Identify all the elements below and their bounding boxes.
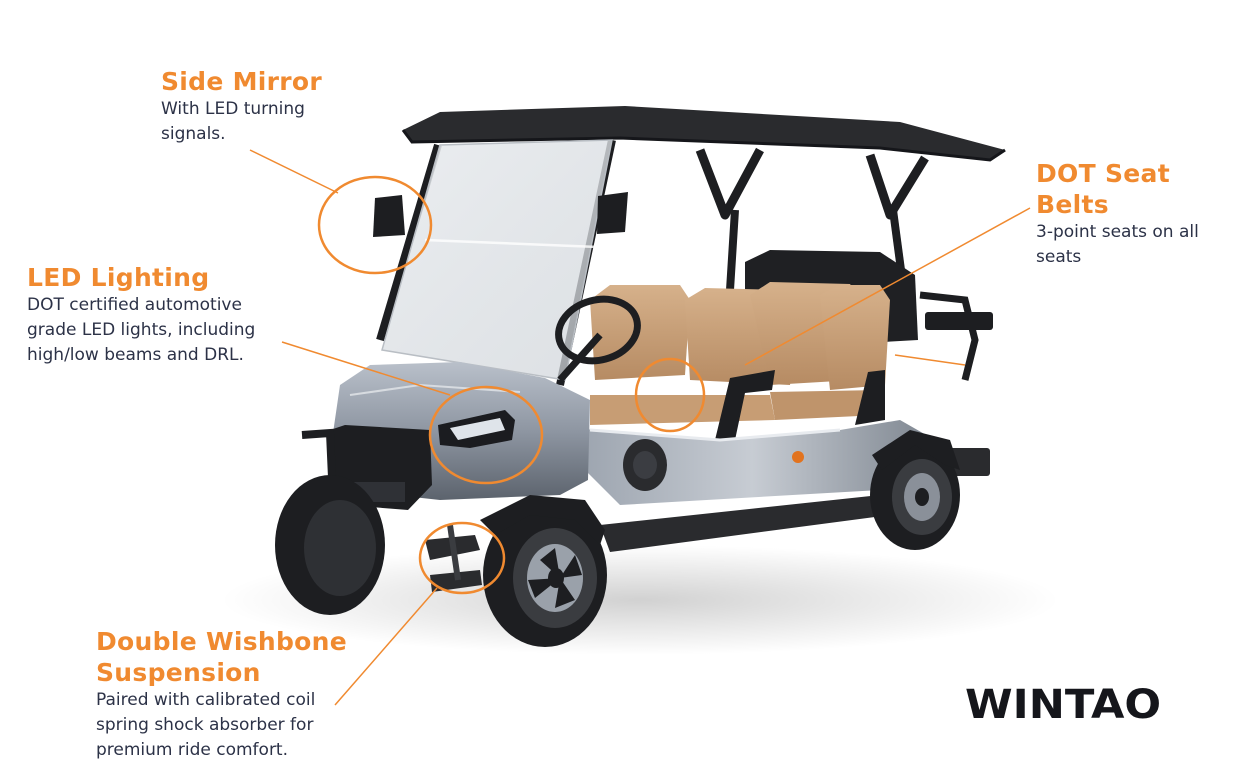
ground-shadow: [220, 545, 1060, 655]
callout-led-lighting: LED Lighting DOT certified automotive gr…: [27, 262, 307, 368]
leader-line-wishbone: [334, 587, 438, 706]
callout-description: With LED turning signals.: [161, 97, 361, 147]
callout-side-mirror: Side Mirror With LED turning signals.: [161, 66, 361, 147]
rear-post: [726, 209, 739, 291]
callout-description: 3-point seats on all seats: [1036, 220, 1231, 270]
callout-title-line: Suspension: [96, 658, 261, 687]
callout-desc-line: seats: [1036, 247, 1082, 267]
leader-line-led-lighting: [281, 341, 451, 396]
orange-circle-marker: [634, 357, 706, 433]
brand-logo: WINTAO: [965, 682, 1185, 728]
rear-roof-support: [695, 147, 764, 220]
callout-desc-line: 3-point seats on all: [1036, 222, 1199, 242]
suspension-arm: [430, 570, 482, 592]
steering-column: [557, 332, 603, 383]
callout-desc-line: premium ride comfort.: [96, 740, 289, 760]
highlight-markers: [317, 175, 706, 595]
callout-desc-line: grade LED lights, including: [27, 320, 256, 340]
side-mirror-left: [373, 195, 405, 237]
callout-title-line: DOT Seat: [1036, 159, 1170, 188]
chassis-rail: [600, 495, 890, 552]
callout-description: Paired with calibrated coil spring shock…: [96, 688, 366, 763]
callout-double-wishbone: Double Wishbone Suspension Paired with c…: [96, 626, 366, 763]
callout-desc-line: With LED turning: [161, 99, 305, 119]
brand-logo-text: WINTAO: [965, 682, 1162, 728]
callout-dot-seat-belts: DOT Seat Belts 3-point seats on all seat…: [1036, 158, 1231, 270]
callout-title-line: Belts: [1036, 190, 1109, 219]
orange-circle-marker: [317, 175, 433, 275]
rear-roof-support: [865, 153, 929, 220]
callout-title: Side Mirror: [161, 67, 323, 96]
steering-wheel: [555, 295, 641, 365]
roof-edge: [401, 129, 1006, 162]
leader-line-seat-belts: [744, 207, 1031, 366]
windshield-post: [376, 143, 442, 342]
side-mirror-right: [597, 192, 628, 234]
middle-seat-cushion: [770, 390, 880, 420]
orange-circle-marker: [418, 521, 506, 595]
callout-desc-line: high/low beams and DRL.: [27, 345, 244, 365]
body-side-highlight: [589, 428, 841, 442]
rear-footrest: [925, 312, 993, 330]
leader-line-side-mirror: [249, 149, 339, 194]
rear-step: [945, 448, 990, 476]
callout-title: LED Lighting: [27, 263, 210, 292]
callout-title-line: Double Wishbone: [96, 627, 347, 656]
front-right-wheel: [483, 503, 607, 647]
windshield-fold-line: [424, 238, 599, 249]
callout-leader-lines: [249, 149, 1031, 706]
callout-title: DOT Seat Belts: [1036, 158, 1231, 220]
windshield: [381, 139, 613, 381]
front-fender: [480, 495, 605, 545]
rear-wheel: [870, 440, 960, 550]
leader-line-seat-belts-2: [894, 354, 966, 366]
callout-desc-line: signals.: [161, 124, 226, 144]
callout-title: Double Wishbone Suspension: [96, 626, 366, 688]
callout-desc-line: Paired with calibrated coil: [96, 690, 316, 710]
rear-seat-frame: [919, 291, 979, 381]
callout-description: DOT certified automotive grade LED light…: [27, 293, 307, 368]
armrest: [715, 370, 775, 440]
front-seat-cushion: [590, 395, 775, 425]
middle-seat-back: [820, 285, 890, 390]
callout-desc-line: DOT certified automotive: [27, 295, 242, 315]
rear-fender: [872, 430, 960, 470]
shock-absorber: [447, 524, 461, 581]
front-left-wheel: [275, 475, 385, 615]
side-reflector: [792, 451, 804, 463]
orange-circle-marker: [428, 385, 544, 485]
armrest: [855, 370, 885, 425]
callout-desc-line: spring shock absorber for: [96, 715, 314, 735]
